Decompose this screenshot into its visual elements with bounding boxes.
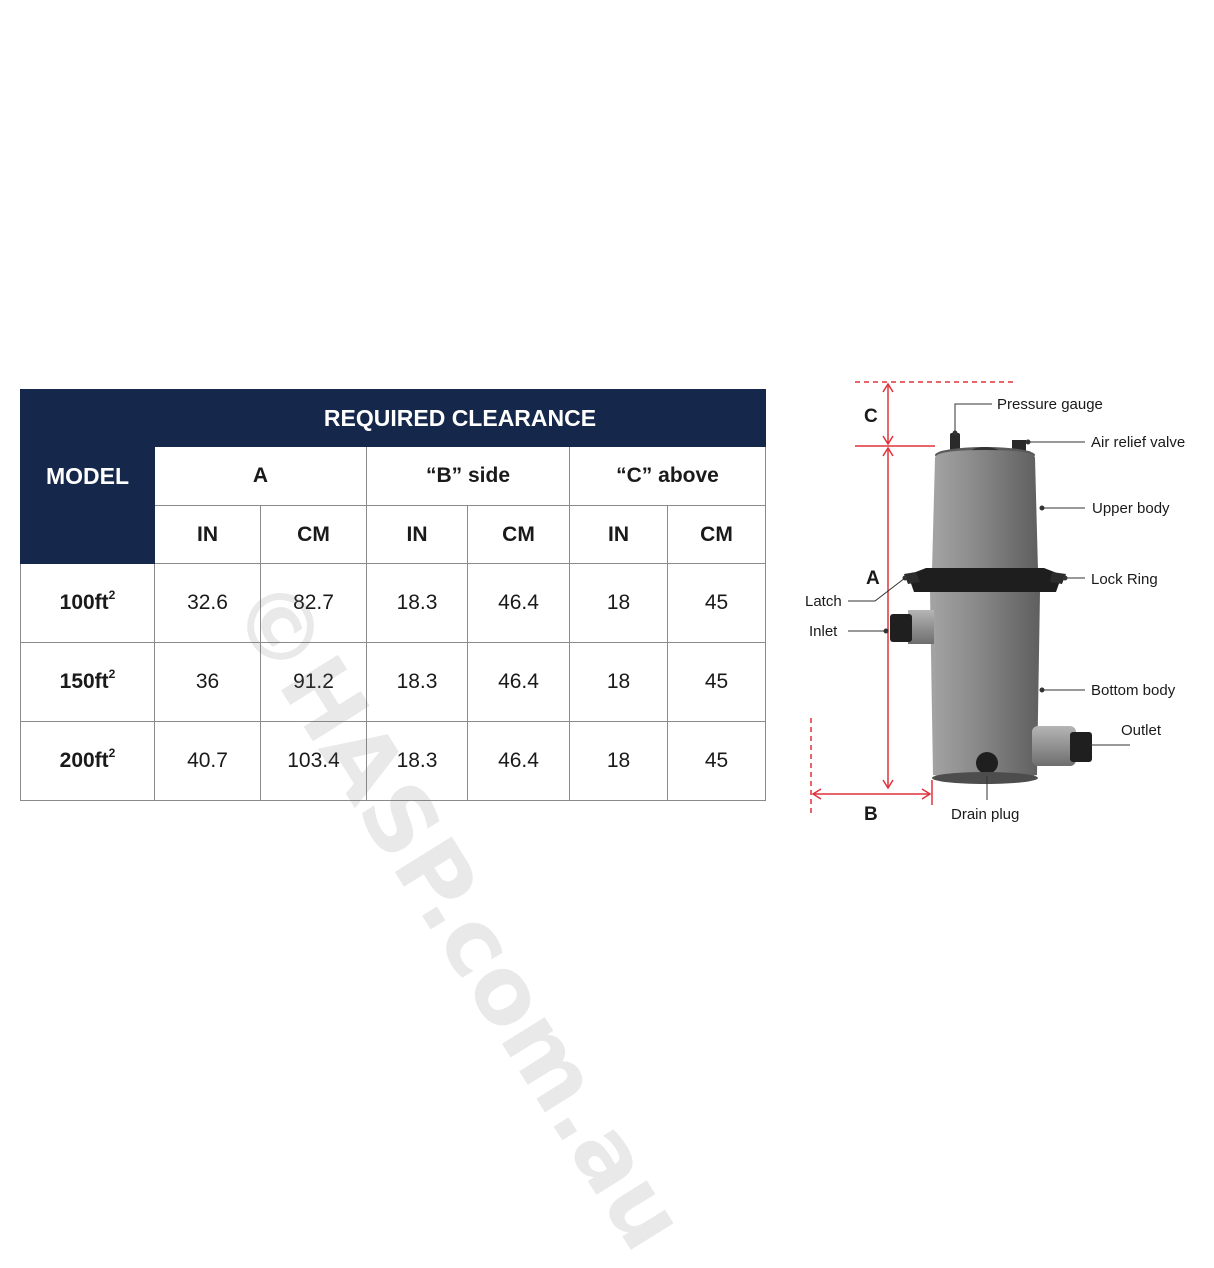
dimension-lines bbox=[810, 381, 1015, 815]
model-cell: 150ft2 bbox=[20, 642, 155, 722]
bottom-body-shape bbox=[930, 592, 1040, 780]
model-superscript: 2 bbox=[108, 588, 116, 602]
model-header: MODEL bbox=[20, 389, 155, 564]
value-cell: 18.3 bbox=[366, 642, 468, 722]
outlet-pipe bbox=[1032, 726, 1076, 766]
unit-header: CM bbox=[667, 505, 766, 564]
b-arrow-left bbox=[811, 788, 822, 800]
c-arrow-down bbox=[882, 435, 894, 446]
model-cell: 200ft2 bbox=[20, 721, 155, 801]
model-cell: 100ft2 bbox=[20, 563, 155, 643]
model-name: 100ft bbox=[59, 591, 109, 614]
unit-header: IN bbox=[154, 505, 261, 564]
value-cell: 45 bbox=[667, 563, 766, 643]
table-row: 200ft2 40.7 103.4 18.3 46.4 18 45 bbox=[20, 721, 766, 801]
callout-lines bbox=[848, 403, 1130, 800]
group-header-b: “B” side bbox=[366, 446, 570, 506]
value-cell: 103.4 bbox=[260, 721, 367, 801]
label-bottom-body: Bottom body bbox=[1091, 682, 1176, 699]
lock-ring-dot bbox=[1062, 575, 1068, 581]
label-latch: Latch bbox=[805, 593, 842, 610]
value-cell: 18 bbox=[569, 721, 668, 801]
inlet-dot bbox=[883, 628, 889, 634]
inlet-fitting bbox=[890, 614, 912, 642]
label-outlet: Outlet bbox=[1121, 722, 1162, 739]
group-header-a: A bbox=[154, 446, 367, 506]
inlet-pipe bbox=[908, 610, 934, 644]
value-cell: 46.4 bbox=[467, 721, 570, 801]
bottom-body-dot bbox=[1039, 687, 1045, 693]
value-cell: 32.6 bbox=[154, 563, 261, 643]
upper-body-dot bbox=[1039, 505, 1045, 511]
outlet-fitting bbox=[1070, 732, 1092, 762]
value-cell: 18 bbox=[569, 642, 668, 722]
base bbox=[932, 772, 1038, 784]
latch-dot bbox=[902, 575, 908, 581]
label-air-relief-valve: Air relief valve bbox=[1091, 434, 1185, 451]
table-row: 100ft2 32.6 82.7 18.3 46.4 18 45 bbox=[20, 563, 766, 643]
value-cell: 40.7 bbox=[154, 721, 261, 801]
upper-body-shape bbox=[932, 450, 1038, 570]
value-cell: 18.3 bbox=[366, 563, 468, 643]
value-cell: 18 bbox=[569, 563, 668, 643]
label-lock-ring: Lock Ring bbox=[1091, 571, 1158, 588]
value-cell: 18.3 bbox=[366, 721, 468, 801]
label-upper-body: Upper body bbox=[1092, 500, 1170, 517]
unit-header: CM bbox=[467, 505, 570, 564]
latch-leader bbox=[848, 577, 906, 602]
lock-ring-shape bbox=[908, 568, 1062, 592]
dimension-label-b: B bbox=[864, 804, 878, 825]
label-drain-plug: Drain plug bbox=[951, 806, 1019, 823]
value-cell: 46.4 bbox=[467, 563, 570, 643]
unit-header: IN bbox=[569, 505, 668, 564]
b-arrow-right bbox=[921, 788, 932, 800]
model-superscript: 2 bbox=[108, 667, 116, 681]
value-cell: 45 bbox=[667, 642, 766, 722]
model-superscript: 2 bbox=[108, 746, 116, 760]
value-cell: 36 bbox=[154, 642, 261, 722]
value-cell: 91.2 bbox=[260, 642, 367, 722]
value-cell: 46.4 bbox=[467, 642, 570, 722]
lock-ring-latch-right bbox=[1050, 572, 1066, 584]
label-inlet: Inlet bbox=[809, 623, 838, 640]
clearance-table: MODEL REQUIRED CLEARANCE A “B” side “C” … bbox=[20, 389, 766, 801]
required-clearance-header: REQUIRED CLEARANCE bbox=[154, 389, 766, 447]
c-arrow-up bbox=[882, 382, 894, 393]
dimension-label-c: C bbox=[864, 406, 878, 427]
label-pressure-gauge: Pressure gauge bbox=[997, 396, 1103, 413]
table-row: 150ft2 36 91.2 18.3 46.4 18 45 bbox=[20, 642, 766, 722]
value-cell: 45 bbox=[667, 721, 766, 801]
unit-header: IN bbox=[366, 505, 468, 564]
filter-body bbox=[890, 433, 1092, 784]
pressure-gauge-dot bbox=[952, 430, 958, 436]
dimension-label-a: A bbox=[866, 568, 880, 589]
model-name: 150ft bbox=[59, 670, 109, 693]
group-header-c: “C” above bbox=[569, 446, 766, 506]
drain-plug-icon bbox=[976, 752, 998, 774]
filter-diagram: C A B Pressure gauge Air relief valve Up… bbox=[805, 381, 1185, 825]
lock-ring-latch-left bbox=[904, 572, 920, 584]
a-arrow-down bbox=[882, 779, 894, 790]
value-cell: 82.7 bbox=[260, 563, 367, 643]
model-name: 200ft bbox=[59, 749, 109, 772]
pressure-gauge-leader bbox=[954, 403, 992, 433]
unit-header: CM bbox=[260, 505, 367, 564]
air-relief-valve-dot bbox=[1025, 439, 1031, 445]
a-arrow-up bbox=[882, 446, 894, 457]
